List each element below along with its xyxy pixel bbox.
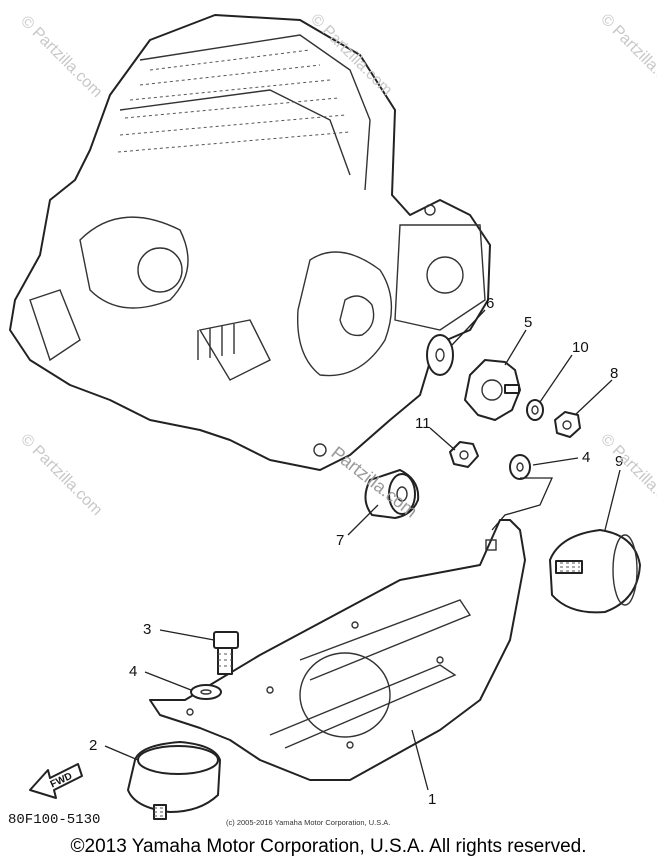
callout-4-upper: 4 bbox=[582, 449, 590, 466]
watermark-text: © Partzilla.com bbox=[17, 431, 105, 519]
part-mount-10 bbox=[549, 529, 641, 614]
diagram-code: 80F100-5130 bbox=[8, 812, 101, 828]
part-washer-4-lower bbox=[190, 684, 222, 700]
callout-6: 6 bbox=[486, 295, 494, 312]
callout-9: 10 bbox=[572, 339, 589, 356]
callout-1: 1 bbox=[428, 791, 436, 808]
callout-3: 3 bbox=[143, 621, 151, 638]
watermark-text: © Partzilla.com bbox=[597, 431, 657, 519]
leader-lines bbox=[104, 309, 621, 791]
fwd-label: FWD bbox=[49, 771, 74, 791]
footer-copyright: ©2013 Yamaha Motor Corporation, U.S.A. A… bbox=[70, 836, 587, 857]
part-washer-9 bbox=[526, 399, 544, 421]
part-gear-5 bbox=[464, 359, 521, 421]
callout-8: 8 bbox=[610, 365, 618, 382]
callout-4-lower: 4 bbox=[129, 663, 137, 680]
callout-5: 5 bbox=[524, 314, 532, 331]
watermark-text: © Partzilla.com bbox=[597, 11, 657, 99]
diagram-small-copyright: (c) 2005-2016 Yamaha Motor Corporation, … bbox=[226, 818, 391, 827]
part-damper-7 bbox=[364, 469, 420, 519]
callout-10: 9 bbox=[615, 453, 623, 470]
part-nut-11 bbox=[449, 441, 479, 468]
part-washer-4-upper bbox=[509, 454, 531, 480]
part-washer-6 bbox=[426, 334, 454, 376]
part-mount-2 bbox=[127, 741, 221, 820]
fwd-arrow-icon: FWD bbox=[29, 763, 83, 799]
callout-2: 2 bbox=[89, 737, 97, 754]
part-bolt-3 bbox=[213, 631, 239, 675]
callout-numbers: 6 5 10 8 11 4 9 7 3 4 2 1 bbox=[89, 295, 623, 808]
engine-block bbox=[9, 14, 491, 471]
part-nut-8 bbox=[554, 411, 581, 438]
watermark-text: © Partzilla.com bbox=[17, 13, 105, 101]
callout-7: 7 bbox=[336, 532, 344, 549]
part-bracket-1 bbox=[149, 519, 526, 781]
callout-11: 11 bbox=[415, 415, 431, 432]
